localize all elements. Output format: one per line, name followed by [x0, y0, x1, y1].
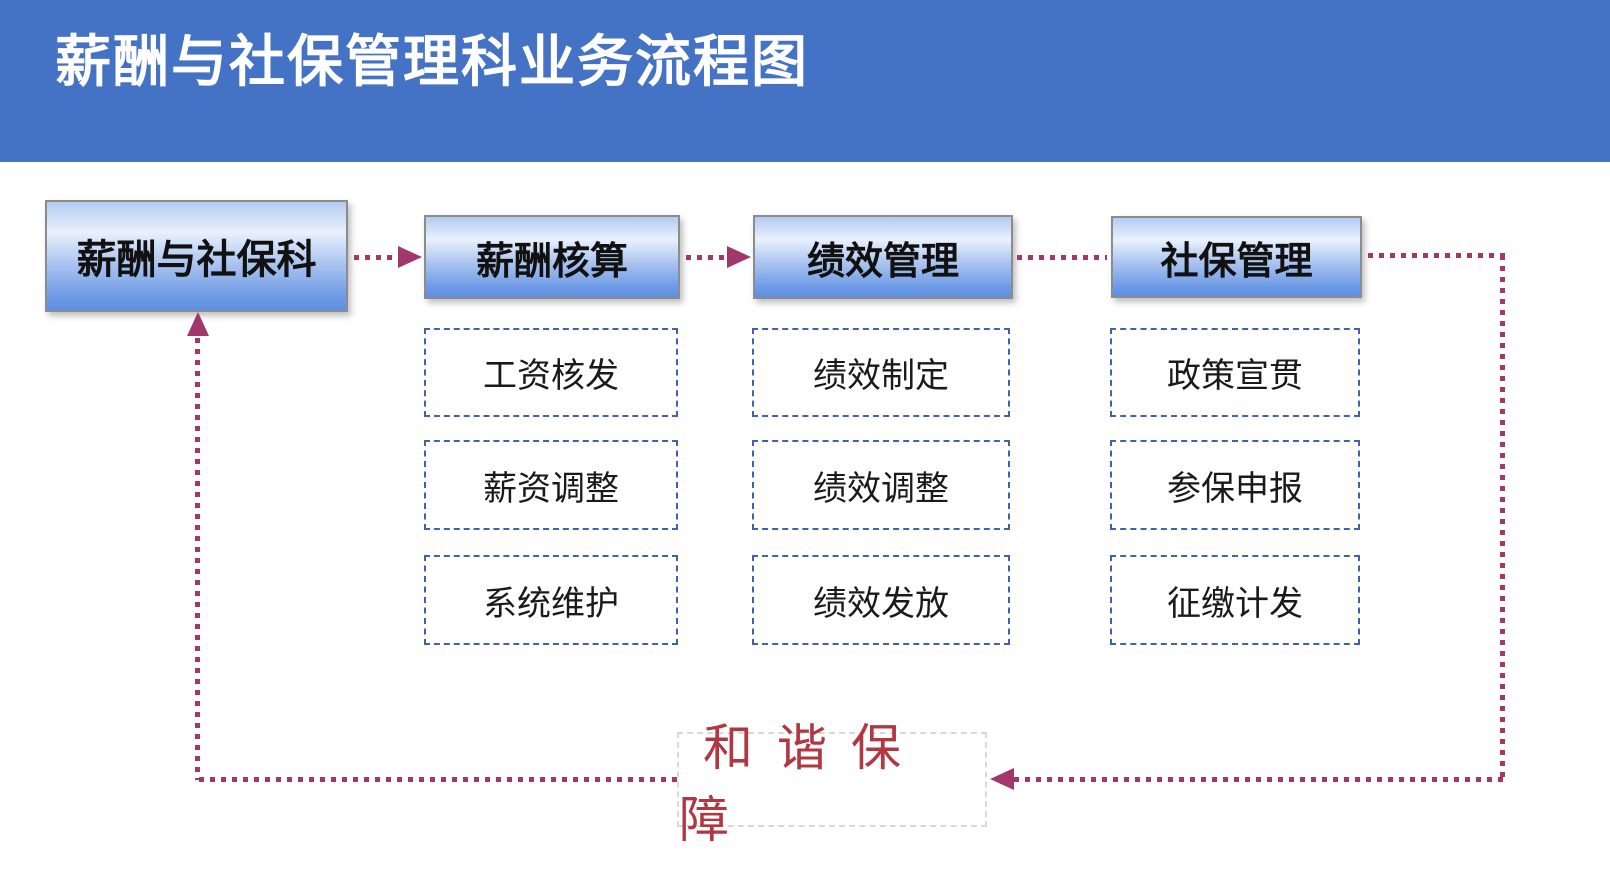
subtask-box-salary-adjustment: 薪资调整: [424, 440, 678, 530]
flow-box-root-department: 薪酬与社保科: [45, 200, 348, 312]
connector-left-vertical: [195, 338, 200, 780]
subtask-label: 征缴计发: [1167, 584, 1303, 623]
connector-right-vertical: [1500, 255, 1505, 780]
page-title: 薪酬与社保管理科业务流程图: [55, 30, 809, 93]
subtask-label: 绩效制定: [813, 357, 949, 395]
flow-box-label: 绩效管理: [806, 240, 959, 283]
flow-box-harmony-guarantee: 和谐保障: [677, 720, 987, 848]
arrowhead-right-icon: [398, 246, 422, 268]
subtask-box-performance-payout: 绩效发放: [752, 555, 1010, 645]
subtask-label: 工资核发: [483, 357, 619, 395]
subtask-box-policy-communication: 政策宣贯: [1110, 328, 1360, 417]
subtask-box-collection-calculation: 征缴计发: [1110, 555, 1360, 645]
subtask-label: 系统维护: [483, 584, 619, 623]
subtask-box-system-maintenance: 系统维护: [424, 555, 678, 645]
subtask-label: 薪资调整: [483, 469, 619, 508]
connector-performance-to-social: [1017, 255, 1107, 260]
flow-box-social-security-management: 社保管理: [1111, 216, 1362, 298]
connector-harmony-to-left-edge: [199, 777, 677, 782]
connector-salary-to-performance: [686, 255, 730, 260]
subtask-box-wage-issuance: 工资核发: [424, 328, 678, 417]
connector-right-to-harmony: [1014, 777, 1504, 782]
flow-box-label: 薪酬核算: [475, 240, 628, 283]
arrowhead-up-icon: [187, 312, 209, 336]
subtask-box-insurance-declaration: 参保申报: [1110, 440, 1360, 530]
subtask-label: 绩效调整: [813, 469, 949, 508]
harmony-label: 和谐保障: [679, 719, 925, 848]
subtask-label: 参保申报: [1167, 469, 1303, 508]
connector-social-to-right-edge: [1368, 253, 1505, 258]
title-banner: 薪酬与社保管理科业务流程图: [0, 0, 1610, 162]
connector-root-to-salary: [354, 255, 400, 260]
subtask-box-performance-planning: 绩效制定: [752, 328, 1010, 417]
subtask-label: 政策宣贯: [1167, 357, 1303, 395]
subtask-box-performance-adjustment: 绩效调整: [752, 440, 1010, 530]
arrowhead-right-icon: [727, 246, 751, 268]
arrowhead-left-icon: [990, 768, 1014, 790]
flow-box-label: 社保管理: [1160, 240, 1313, 283]
flow-box-performance-management: 绩效管理: [753, 215, 1013, 299]
subtask-label: 绩效发放: [813, 584, 949, 623]
flow-box-label: 薪酬与社保科: [76, 238, 317, 282]
flow-box-salary-accounting: 薪酬核算: [424, 215, 680, 299]
